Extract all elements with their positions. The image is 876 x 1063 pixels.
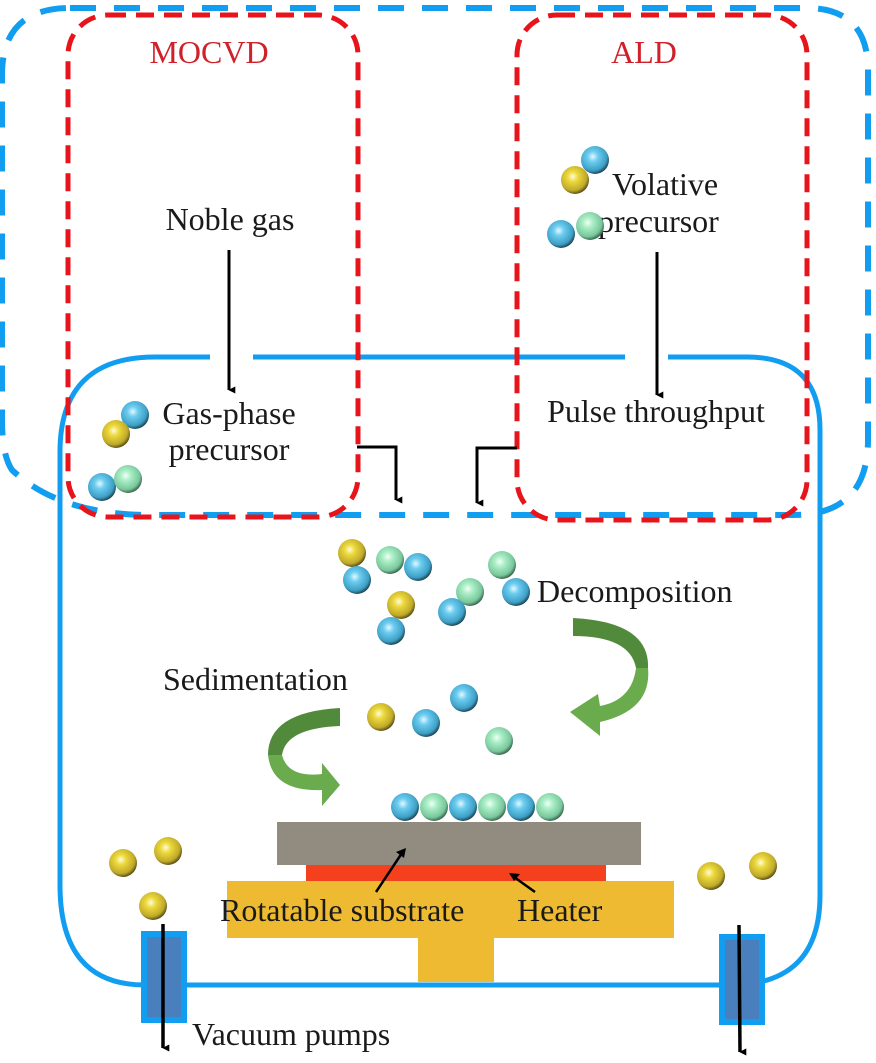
atom-blue-decomposition-cloud bbox=[404, 553, 432, 581]
heater-label: Heater bbox=[517, 892, 603, 928]
vacuum-pump-left bbox=[141, 924, 187, 1052]
atoms-layer bbox=[88, 146, 777, 920]
atom-blue-deposited-layer bbox=[391, 793, 419, 821]
atom-yellow-exhaust-left bbox=[154, 837, 182, 865]
ald-feed-arrow bbox=[475, 446, 517, 507]
gas-phase-precursor-label-line2: precursor bbox=[169, 431, 290, 467]
substrate-pointer-arrow bbox=[374, 852, 404, 893]
volative-precursor-label-line1: Volative bbox=[612, 166, 718, 202]
atom-blue-falling bbox=[412, 709, 440, 737]
decomposition-label: Decomposition bbox=[537, 573, 733, 609]
volative-precursor-label-line2: precursor bbox=[598, 203, 719, 239]
sedimentation-curved-arrow bbox=[268, 708, 340, 806]
atom-green-falling bbox=[485, 727, 513, 755]
atom-green-deposited-layer bbox=[536, 793, 564, 821]
mocvd-feed-arrow bbox=[357, 445, 403, 504]
atom-blue-decomposition-cloud bbox=[438, 598, 466, 626]
substrate bbox=[277, 822, 641, 865]
atom-green-decomposition-cloud bbox=[488, 551, 516, 579]
atom-blue-ald-precursor bbox=[581, 146, 609, 174]
atom-green-mocvd-precursor bbox=[114, 465, 142, 493]
atom-yellow-exhaust-left bbox=[139, 892, 167, 920]
ald-label: ALD bbox=[611, 34, 677, 70]
atom-blue-decomposition-cloud bbox=[377, 617, 405, 645]
stage-stem bbox=[418, 938, 494, 982]
atom-yellow-mocvd-precursor bbox=[102, 420, 130, 448]
atom-yellow-exhaust-right bbox=[749, 852, 777, 880]
ald-region-box bbox=[514, 12, 810, 523]
atom-blue-deposited-layer bbox=[449, 793, 477, 821]
atom-yellow-exhaust-left bbox=[109, 849, 137, 877]
gas-phase-precursor-label-line1: Gas-phase bbox=[162, 395, 295, 431]
sedimentation-label: Sedimentation bbox=[163, 661, 348, 697]
heater bbox=[306, 864, 606, 881]
rotatable-substrate-label: Rotatable substrate bbox=[220, 892, 464, 928]
outer-dashed-boundary bbox=[0, 5, 871, 518]
atom-blue-falling bbox=[450, 684, 478, 712]
atom-green-deposited-layer bbox=[478, 793, 506, 821]
atom-green-deposited-layer bbox=[420, 793, 448, 821]
atom-yellow-ald-precursor bbox=[561, 166, 589, 194]
mocvd-region-box bbox=[65, 12, 361, 520]
atom-blue-mocvd-precursor bbox=[121, 401, 149, 429]
atom-yellow-exhaust-right bbox=[697, 862, 725, 890]
atom-blue-deposited-layer bbox=[507, 793, 535, 821]
atom-yellow-falling bbox=[367, 703, 395, 731]
noble-gas-label: Noble gas bbox=[166, 201, 295, 237]
atom-green-decomposition-cloud bbox=[376, 546, 404, 574]
vacuum-pumps-label: Vacuum pumps bbox=[192, 1016, 390, 1052]
pulse-throughput-label: Pulse throughput bbox=[547, 393, 765, 429]
atom-blue-ald-precursor bbox=[547, 220, 575, 248]
rotatable-stage bbox=[227, 881, 674, 938]
atom-green-decomposition-cloud bbox=[456, 578, 484, 606]
substrate-pointer-head bbox=[396, 848, 406, 858]
heater-pointer-head bbox=[509, 873, 520, 881]
atom-green-ald-precursor bbox=[576, 212, 604, 240]
mocvd-label: MOCVD bbox=[149, 34, 268, 70]
atom-yellow-decomposition-cloud bbox=[338, 539, 366, 567]
atom-yellow-decomposition-cloud bbox=[387, 591, 415, 619]
decomposition-curved-arrow bbox=[570, 618, 649, 736]
atom-blue-decomposition-cloud bbox=[502, 578, 530, 606]
vacuum-pump-right bbox=[719, 924, 765, 1056]
atom-blue-mocvd-precursor bbox=[88, 473, 116, 501]
heater-pointer-arrow bbox=[513, 875, 536, 894]
atom-blue-decomposition-cloud bbox=[343, 566, 371, 594]
